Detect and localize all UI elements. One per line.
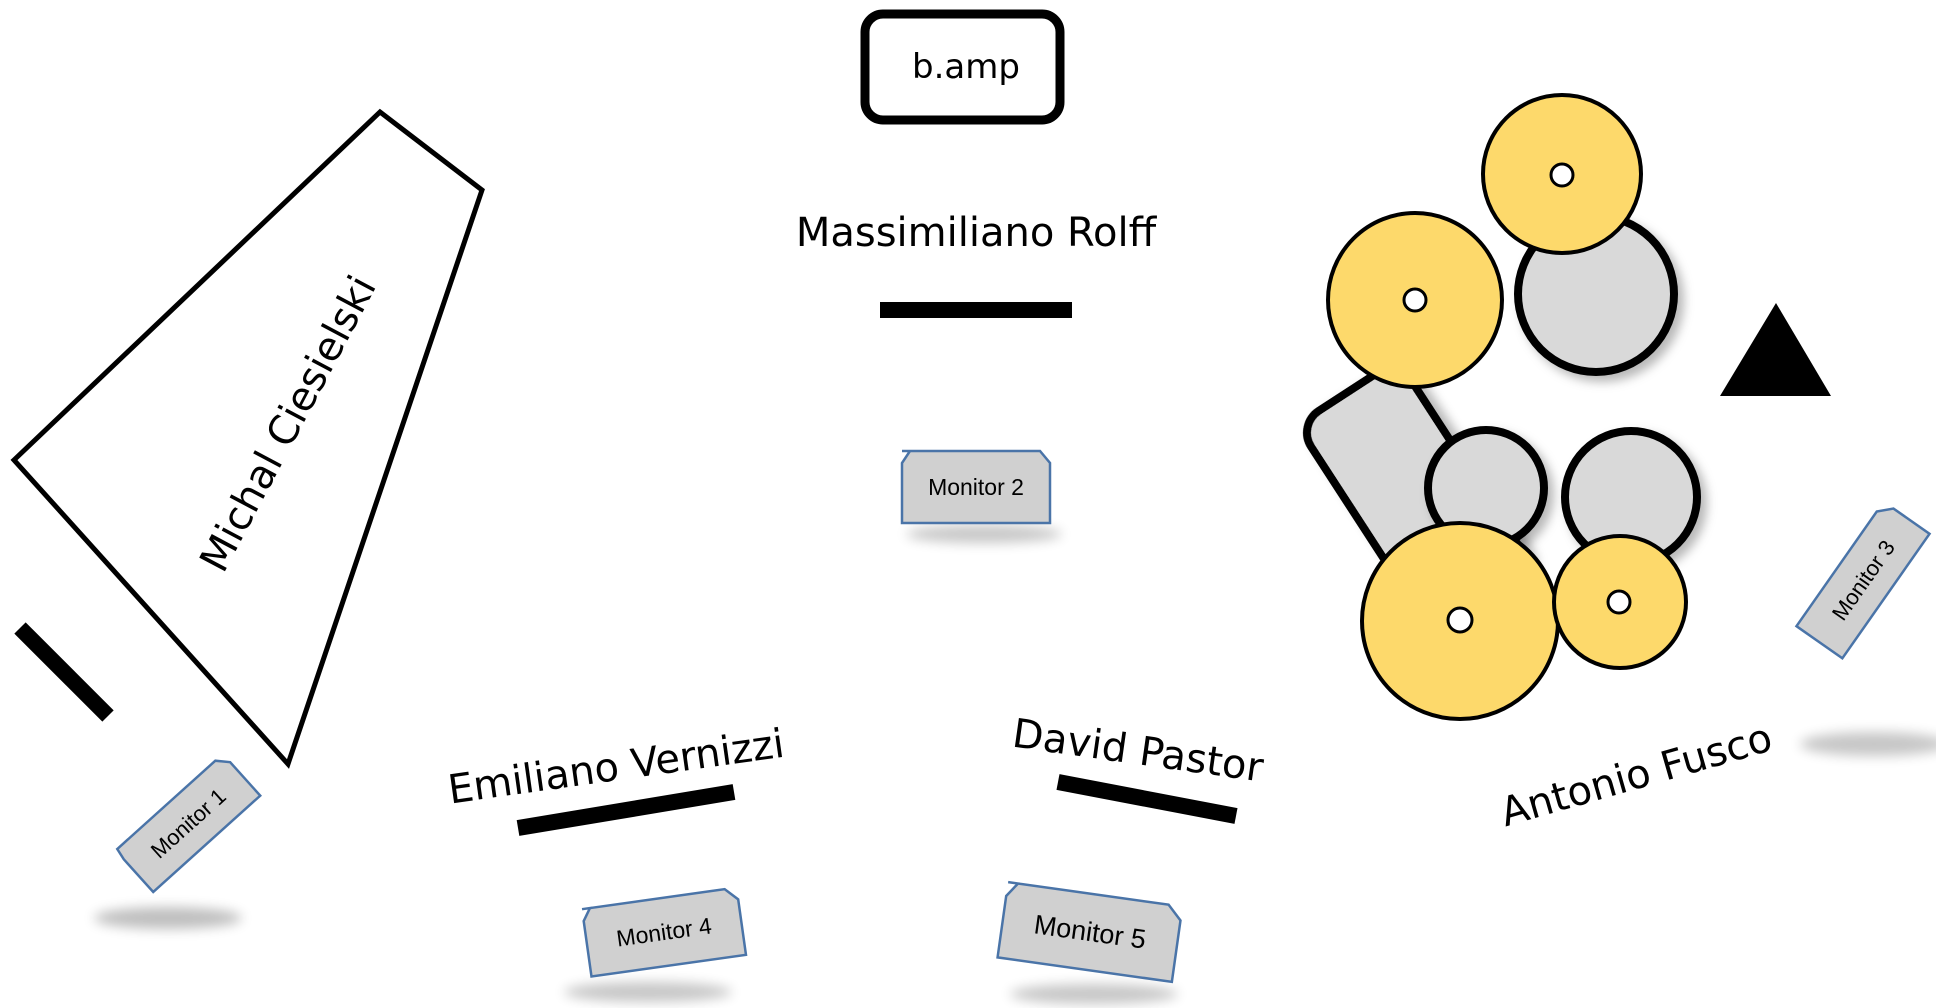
- monitor-2: Monitor 2: [900, 449, 1052, 525]
- mic-stand-david: [1056, 774, 1238, 824]
- musician-antonio-label: Antonio Fusco: [1496, 715, 1778, 836]
- musician-emiliano-label: Emiliano Vernizzi: [445, 721, 787, 814]
- monitor-2-shadow: [906, 525, 1062, 543]
- monitor-1-shadow: [94, 907, 242, 929]
- cymbal-bottom-left-bell: [1446, 606, 1474, 634]
- monitor-5: Monitor 5: [996, 880, 1182, 984]
- monitor-3-shadow: [1800, 732, 1936, 756]
- drum-throne-triangle: [1720, 303, 1831, 396]
- musician-massimiliano-label: Massimiliano Rolff: [796, 210, 1158, 256]
- monitor-4-shadow: [564, 982, 732, 1002]
- monitor-5-shadow: [1010, 984, 1178, 1004]
- monitor-3: Monitor 3: [1794, 507, 1932, 661]
- monitor-2-label: Monitor 2: [928, 474, 1024, 500]
- bass-amp-label: b.amp: [912, 47, 1020, 87]
- musician-david-label: David Pastor: [1010, 711, 1267, 792]
- cymbal-top-bell: [1549, 162, 1575, 188]
- monitor-4: Monitor 4: [581, 887, 748, 978]
- drum-kit: [1303, 93, 1701, 721]
- mic-stand-emiliano: [516, 784, 736, 836]
- cymbal-left-bell: [1402, 287, 1428, 313]
- cymbal-bottom-right-bell: [1606, 589, 1632, 615]
- monitor-1: Monitor 1: [115, 759, 263, 894]
- bass-amp: b.amp: [860, 9, 1065, 125]
- mic-stand-michal: [14, 622, 114, 722]
- piano-outline: [10, 108, 485, 769]
